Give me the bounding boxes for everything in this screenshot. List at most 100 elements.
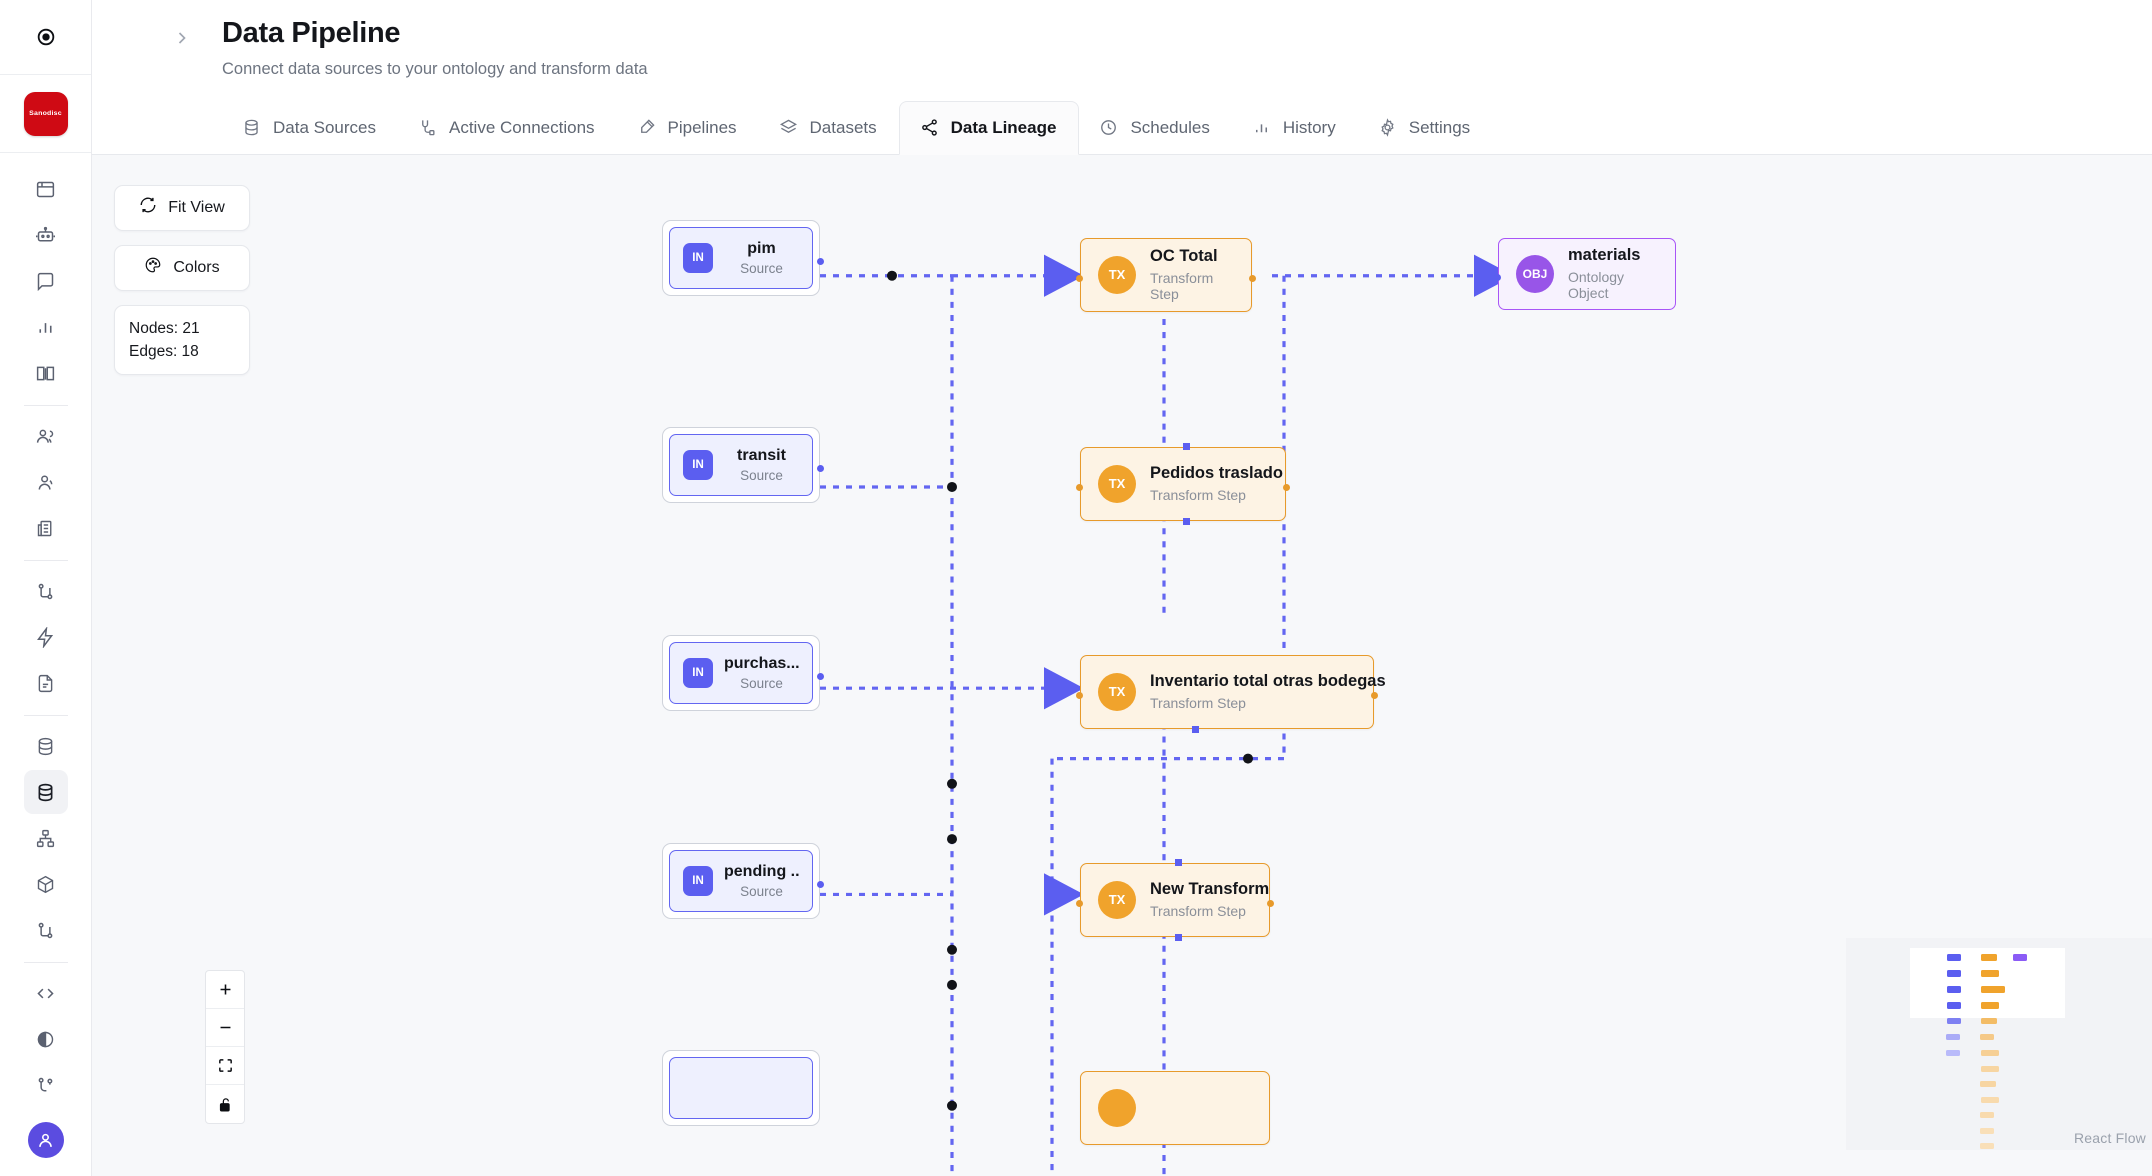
fit-view-button[interactable]: Fit View: [114, 184, 250, 231]
sidebar-item-robot[interactable]: [24, 213, 68, 257]
node-source-pim[interactable]: IN pim Source: [662, 219, 824, 296]
lock-toggle-button[interactable]: [206, 1085, 244, 1123]
node-handle-left[interactable]: [1076, 691, 1083, 699]
page-header: Data Pipeline Connect data sources to yo…: [92, 0, 2152, 79]
node-transform-oc-total[interactable]: TX OC Total Transform Step: [1076, 237, 1256, 312]
node-handle-right[interactable]: [817, 880, 824, 888]
node-title: New Transform: [1150, 880, 1270, 899]
colors-button[interactable]: Colors: [114, 244, 250, 291]
lineage-canvas[interactable]: Fit View Colors Nodes: 21 Edges: 18: [92, 154, 2152, 1176]
sidebar-item-database[interactable]: [24, 724, 68, 768]
sidebar-item-analytics[interactable]: [24, 305, 68, 349]
node-handle-right[interactable]: [1249, 274, 1256, 282]
transform-badge: [1098, 1088, 1136, 1127]
plug-icon: [418, 118, 437, 137]
target-icon[interactable]: [23, 26, 69, 48]
sidebar-item-theme[interactable]: [24, 1017, 68, 1061]
minimap-node: [1980, 1081, 1996, 1087]
node-title: materials: [1568, 246, 1641, 265]
sidebar-item-browser[interactable]: [24, 167, 68, 211]
tab-data-sources[interactable]: Data Sources: [222, 102, 398, 154]
avatar[interactable]: [27, 1122, 64, 1158]
sidebar-item-merge[interactable]: [24, 1063, 68, 1107]
node-subtitle: Source: [740, 883, 783, 899]
colors-label: Colors: [173, 258, 220, 276]
node-source-purchases[interactable]: IN purchas... Source: [662, 634, 824, 711]
bar-chart-icon: [1252, 118, 1271, 137]
node-handle-right[interactable]: [817, 257, 824, 265]
node-handle-right[interactable]: [1267, 899, 1274, 907]
node-handle-top[interactable]: [1183, 442, 1190, 450]
sidebar-item-organization[interactable]: [24, 506, 68, 550]
chevron-right-icon[interactable]: [172, 28, 192, 53]
node-handle-right[interactable]: [817, 672, 824, 680]
node-handle-bottom[interactable]: [1183, 517, 1190, 525]
fit-view-button[interactable]: [206, 1047, 244, 1085]
node-transform-inventario[interactable]: TX Inventario total otras bodegas Transf…: [1076, 654, 1386, 733]
node-transform-partial[interactable]: [1080, 1070, 1270, 1145]
node-object-materials[interactable]: OBJ materials Ontology Object: [1494, 237, 1676, 310]
tab-label: Active Connections: [449, 117, 595, 137]
minimap-node: [1946, 1050, 1960, 1056]
minimap[interactable]: React Flow: [1846, 938, 2152, 1150]
node-handle-left[interactable]: [1494, 273, 1501, 281]
node-subtitle: Transform Step: [1150, 695, 1246, 712]
tab-schedules[interactable]: Schedules: [1079, 102, 1231, 154]
node-title: pending ...: [724, 863, 799, 881]
sidebar-item-chat[interactable]: [24, 259, 68, 303]
node-title: transit: [737, 447, 786, 465]
rail-nav: [23, 153, 68, 1109]
minimap-node: [1947, 986, 1961, 993]
sidebar-item-branches[interactable]: [24, 569, 68, 613]
node-handle-left[interactable]: [1076, 483, 1083, 491]
node-subtitle: Ontology Object: [1568, 269, 1625, 302]
node-handle-left[interactable]: [1076, 274, 1083, 282]
node-handle-right[interactable]: [1371, 691, 1378, 699]
transform-badge: TX: [1098, 672, 1136, 711]
tab-data-lineage[interactable]: Data Lineage: [898, 100, 1080, 155]
node-handle-right[interactable]: [817, 464, 824, 472]
transform-badge: TX: [1098, 464, 1136, 503]
share-icon: [920, 118, 939, 137]
node-transform-pedidos-traslado[interactable]: TX Pedidos traslado Transform Step: [1076, 442, 1290, 525]
tab-settings[interactable]: Settings: [1358, 102, 1492, 154]
node-layer: IN pim Source IN: [92, 155, 2152, 1176]
sidebar-item-versions[interactable]: [24, 908, 68, 952]
sidebar-item-ontology[interactable]: [24, 816, 68, 860]
clock-icon: [1099, 118, 1118, 137]
zoom-in-button[interactable]: [206, 971, 244, 1009]
minimap-node: [1946, 1034, 1960, 1040]
sidebar-item-code[interactable]: [24, 971, 68, 1015]
node-handle-right[interactable]: [1283, 483, 1290, 491]
node-handle-bottom[interactable]: [1191, 725, 1199, 733]
sidebar-item-docs[interactable]: [24, 351, 68, 395]
node-subtitle: Transform Step: [1150, 270, 1214, 303]
node-handle-top[interactable]: [1175, 858, 1182, 866]
tab-history[interactable]: History: [1232, 102, 1358, 154]
sidebar-item-users[interactable]: [24, 414, 68, 458]
rail-divider: [23, 405, 68, 406]
minimap-node: [1981, 1097, 1999, 1103]
tab-active-connections[interactable]: Active Connections: [398, 102, 617, 154]
sidebar-item-objects[interactable]: [24, 862, 68, 906]
sidebar-item-reports[interactable]: [24, 661, 68, 705]
node-source-partial[interactable]: [662, 1049, 820, 1126]
sidebar-item-automations[interactable]: [24, 615, 68, 659]
minimap-node: [1947, 954, 1961, 961]
tab-datasets[interactable]: Datasets: [759, 102, 899, 154]
sidebar-item-user[interactable]: [24, 460, 68, 504]
tab-pipelines[interactable]: Pipelines: [617, 102, 759, 154]
transform-badge: TX: [1098, 255, 1136, 294]
zoom-out-button[interactable]: [206, 1009, 244, 1047]
source-badge: IN: [683, 242, 713, 273]
react-flow-attribution[interactable]: React Flow: [2073, 1130, 2146, 1146]
node-source-pending[interactable]: IN pending ... Source: [662, 842, 824, 919]
node-handle-bottom[interactable]: [1175, 933, 1182, 941]
source-badge: IN: [683, 657, 713, 688]
workspace-switcher[interactable]: Sanodisc: [0, 75, 91, 153]
node-transform-new-transform[interactable]: TX New Transform Transform Step: [1076, 858, 1274, 941]
node-subtitle: Source: [740, 260, 783, 276]
node-handle-left[interactable]: [1076, 899, 1083, 907]
sidebar-item-data-pipeline[interactable]: [23, 770, 68, 814]
node-source-transit[interactable]: IN transit Source: [662, 426, 824, 503]
